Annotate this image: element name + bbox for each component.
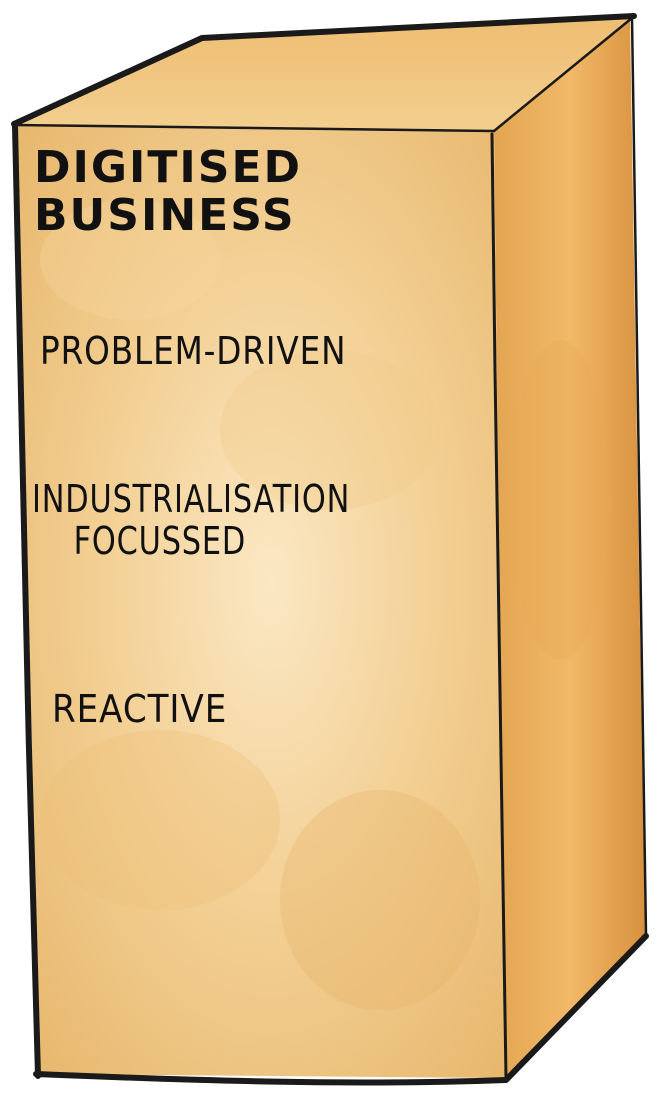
box-side-face bbox=[494, 18, 645, 1078]
box-item-reactive: REACTIVE bbox=[52, 688, 227, 730]
box-item-text-line-1: INDUSTRIALISATION bbox=[32, 477, 351, 521]
box-item-industrialisation: INDUSTRIALISATION FOCUSSED bbox=[32, 478, 350, 562]
box-item-problem-driven: PROBLEM-DRIVEN bbox=[40, 330, 346, 372]
box-item-text-line-2: FOCUSSED bbox=[73, 519, 247, 563]
box-item-text: PROBLEM-DRIVEN bbox=[40, 329, 347, 373]
box-item-text: REACTIVE bbox=[52, 687, 228, 731]
box-title-line-1: DIGITISED bbox=[34, 142, 303, 193]
box-front-face bbox=[16, 124, 505, 1078]
box-top-face bbox=[16, 18, 630, 132]
box-title-line-2: BUSINESS bbox=[34, 190, 296, 241]
box-title: DIGITISED BUSINESS bbox=[34, 144, 302, 240]
